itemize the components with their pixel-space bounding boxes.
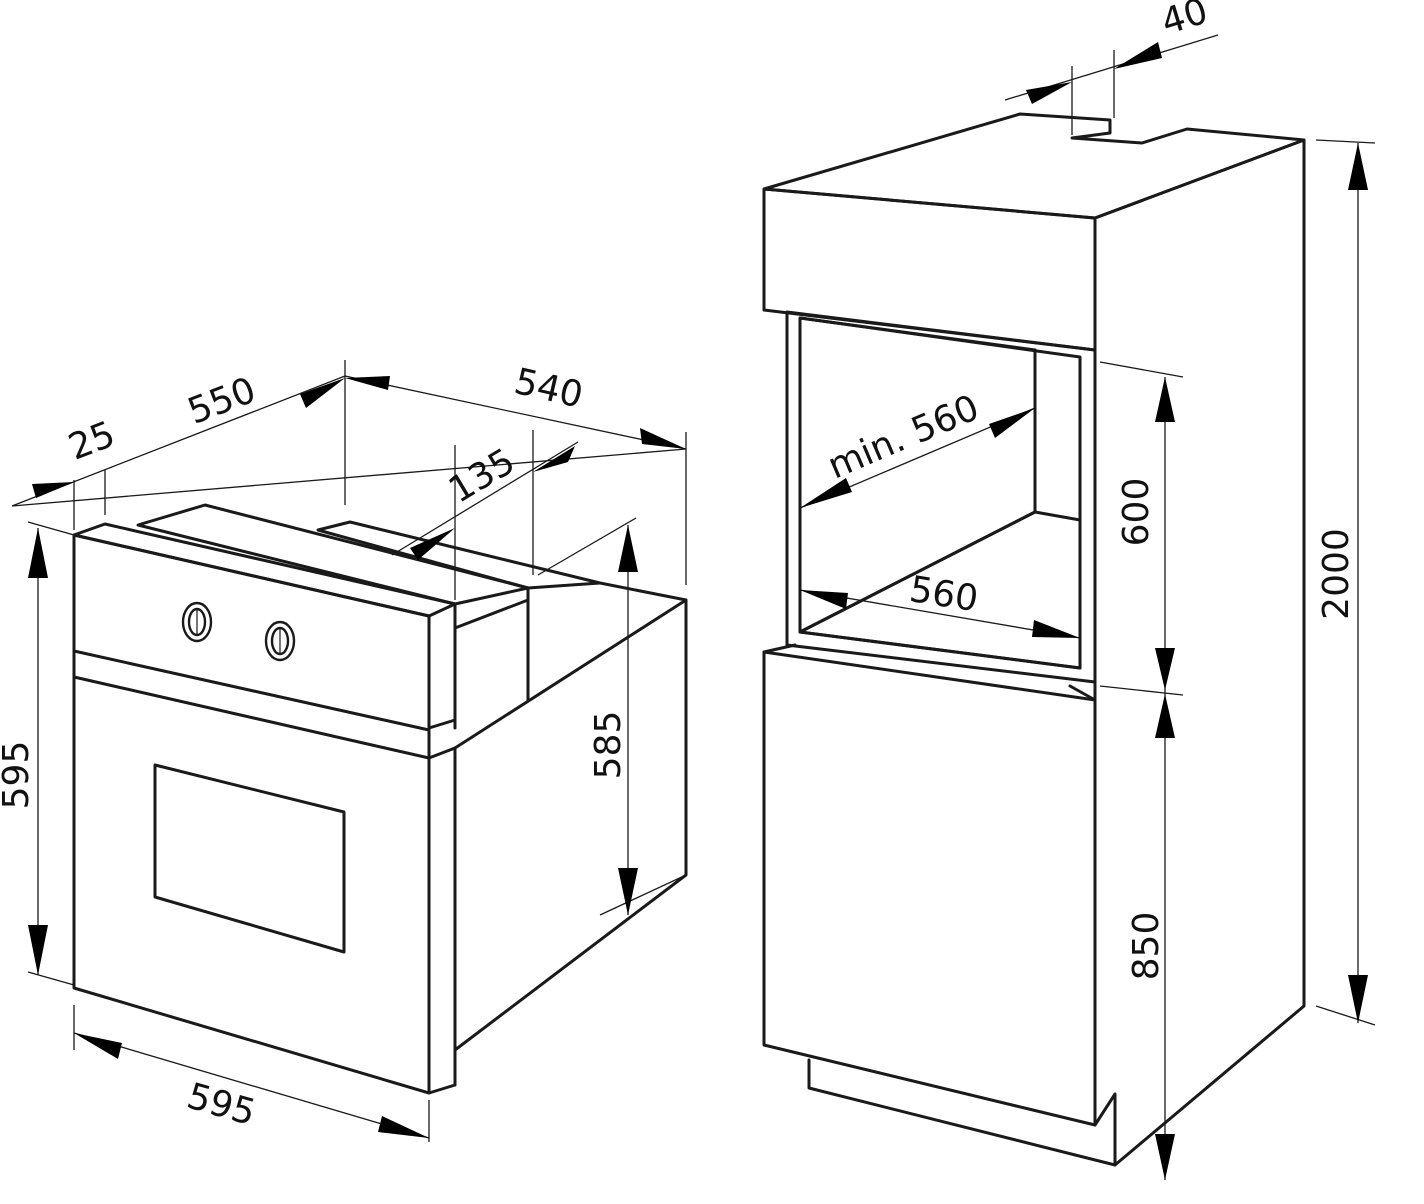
oven-drawing: 25 550 540 135 585 xyxy=(0,360,688,1142)
oven-body xyxy=(72,503,688,1095)
dimension-min-560: min. 560 xyxy=(799,387,1036,509)
tall-cabinet-drawing: 40 min. 560 560 600 850 xyxy=(762,0,1376,1180)
dim-label-540: 540 xyxy=(510,361,586,416)
dim-label-850: 850 xyxy=(1126,912,1167,981)
dim-label-min-560: min. 560 xyxy=(822,387,985,487)
dim-label-595-height: 595 xyxy=(0,741,37,810)
dim-label-550: 550 xyxy=(182,370,261,433)
dim-label-40: 40 xyxy=(1157,0,1213,43)
dimension-560: 560 xyxy=(799,569,1081,639)
dimension-25-550-540: 25 550 540 xyxy=(11,360,687,585)
dim-label-2000: 2000 xyxy=(1316,528,1357,620)
dim-label-560: 560 xyxy=(907,569,981,620)
dim-label-25: 25 xyxy=(63,414,120,469)
control-knob-right xyxy=(264,620,296,662)
dim-label-600: 600 xyxy=(1116,478,1157,547)
control-knob-left xyxy=(181,601,213,643)
dimension-135: 135 xyxy=(391,430,579,600)
dimension-585: 585 xyxy=(537,517,687,916)
dimension-2000: 2000 xyxy=(1315,139,1376,1026)
dimension-600-850: 600 850 xyxy=(1099,361,1184,1180)
cabinet-body xyxy=(762,112,1306,1167)
dimension-595-height: 595 xyxy=(0,521,75,986)
dim-label-585: 585 xyxy=(588,711,629,780)
dimension-595-width: 595 xyxy=(73,1005,430,1142)
